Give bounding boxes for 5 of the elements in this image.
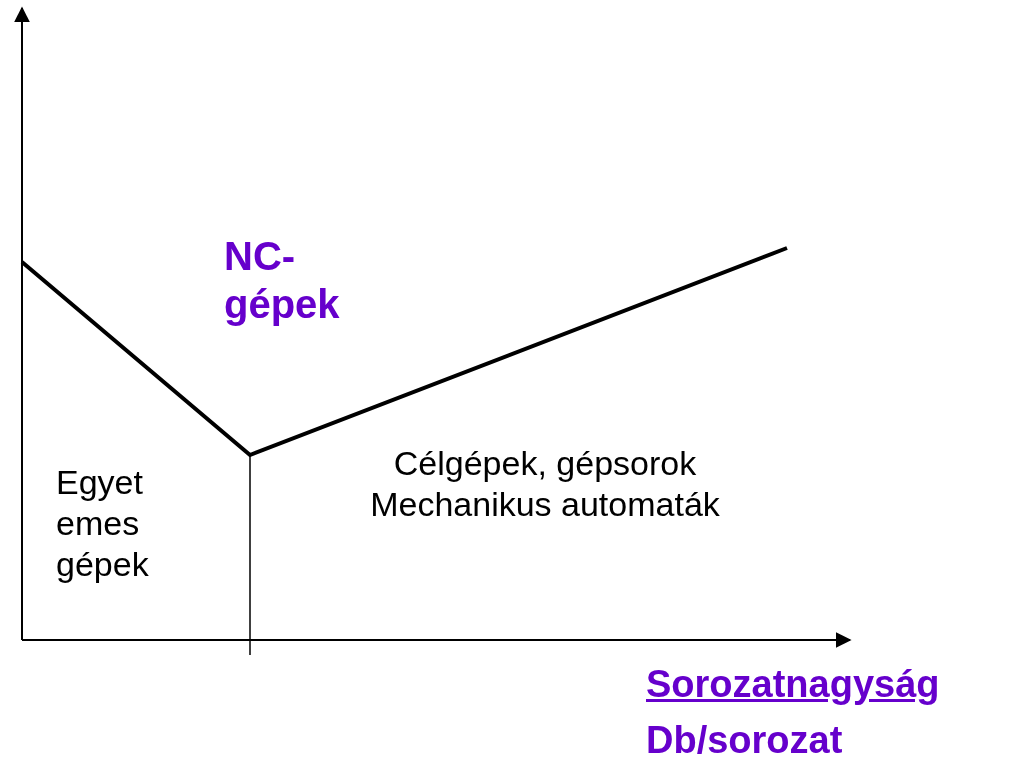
region-label: NC- gépek (224, 233, 341, 328)
region-label: Célgépek, gépsorok Mechanikus automaták (369, 443, 721, 525)
region-label: Egyet emes gépek (56, 462, 150, 585)
axis-title: Sorozatnagyság (646, 662, 941, 707)
axis-unit: Db/sorozat (646, 718, 844, 763)
